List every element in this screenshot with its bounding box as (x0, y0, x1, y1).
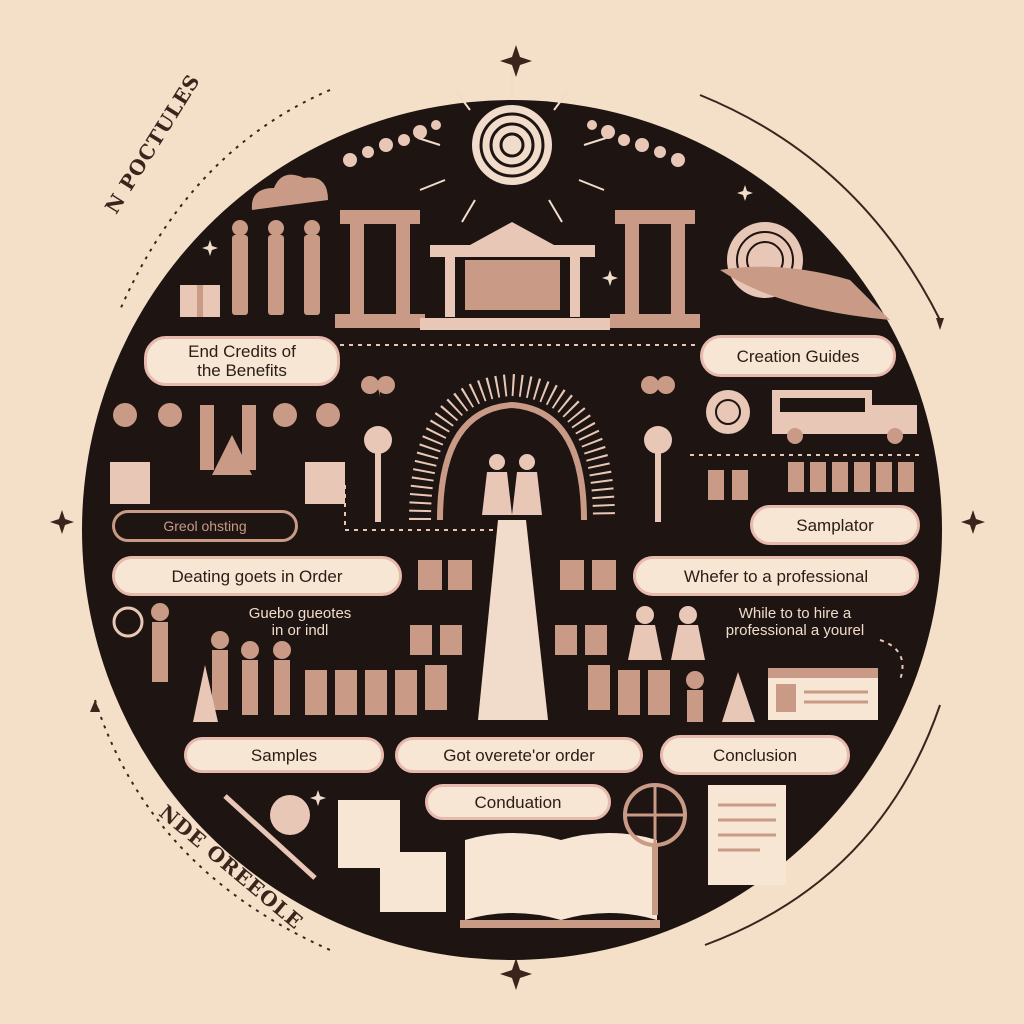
pill-samplator: Samplator (750, 505, 920, 545)
pill-seating-guests: Deating goets in Order (112, 556, 402, 596)
ring-arc-top-right (699, 94, 941, 321)
standing-guests-icon (151, 603, 291, 722)
pill-conclusion-center-label: Conduation (474, 792, 562, 812)
sparkle-icon (961, 510, 985, 534)
connector-line (879, 639, 904, 681)
open-book-icon (460, 833, 660, 928)
video-card-icon (768, 668, 878, 720)
pill-whether-professional: Whefer to a professional (633, 556, 919, 596)
sparkle-icon (50, 510, 74, 534)
pill-conclusion-right-label: Conclusion (712, 745, 798, 765)
pill-samples-label: Samples (250, 745, 318, 765)
pill-samplator-label: Samplator (796, 515, 874, 535)
guests-seated-icon (305, 560, 670, 715)
flower-stand-icon (364, 426, 672, 522)
pill-greeting-label: Greol ohsting (163, 517, 247, 534)
sparkle-icon (202, 240, 218, 256)
document-icon (708, 785, 786, 885)
note-hire: While to to hire a professional a yourel (700, 605, 890, 639)
note-guests-line1: Guebo gueotes (248, 605, 352, 622)
ribbon-roll-icon (706, 390, 750, 434)
pill-whether-professional-label: Whefer to a professional (683, 566, 869, 586)
chairs-row-icon (708, 462, 914, 500)
butterfly-icon (361, 374, 675, 398)
groomsmen-icon (232, 220, 320, 315)
ring-arc-bottom-right (704, 704, 941, 946)
sparkle-icon (602, 270, 618, 286)
note-hire-line1: While to to hire a (738, 605, 852, 622)
note-guests-line2: in or indl (271, 622, 329, 639)
pill-get-guests-order-label: Got overete'or order (443, 745, 595, 765)
pen-icon (223, 794, 317, 880)
wedding-party-icon (110, 403, 345, 504)
venue-columns-icon (335, 210, 700, 328)
pill-conclusion-right: Conclusion (660, 735, 850, 775)
sun-icon (417, 70, 607, 223)
pill-creation-guides-label: Creation Guides (736, 346, 860, 366)
sparkle-icon (310, 790, 326, 806)
clock-icon (112, 606, 144, 638)
pill-end-credits-line1: End Credits of (188, 342, 296, 361)
pill-greeting: Greol ohsting (112, 510, 298, 542)
arrow-icon (936, 318, 944, 330)
cloud-icon (251, 174, 328, 210)
sparkle-icon (500, 958, 532, 990)
couple-icon (482, 454, 542, 515)
note-guests: Guebo gueotes in or indl (210, 605, 390, 639)
notes-icon (338, 800, 446, 912)
couple-walking-icon (628, 606, 755, 722)
pill-get-guests-order: Got overete'or order (395, 737, 643, 773)
pill-conclusion-center: Conduation (425, 784, 611, 820)
pill-end-credits-line2: the Benefits (197, 361, 287, 380)
scroll-icon (720, 222, 890, 320)
sparkle-icon (500, 45, 532, 77)
note-hire-line2: professional a yourel (725, 622, 865, 639)
sparkle-icon (737, 185, 753, 201)
pill-end-credits: End Credits of the Benefits (144, 336, 340, 386)
pill-seating-guests-label: Deating goets in Order (171, 566, 343, 586)
gift-icon (180, 285, 220, 317)
pill-samples: Samples (184, 737, 384, 773)
fan-wheel-icon (623, 783, 687, 915)
pavilion-icon (420, 222, 610, 330)
bus-icon (772, 390, 917, 444)
floral-garland-icon (343, 120, 685, 167)
connector-line (344, 485, 500, 531)
ring-arc-bottom-left (94, 699, 331, 951)
pill-creation-guides: Creation Guides (700, 335, 896, 377)
aisle-icon (478, 520, 548, 720)
floral-arch-icon (409, 373, 615, 521)
arrow-icon (90, 700, 100, 712)
